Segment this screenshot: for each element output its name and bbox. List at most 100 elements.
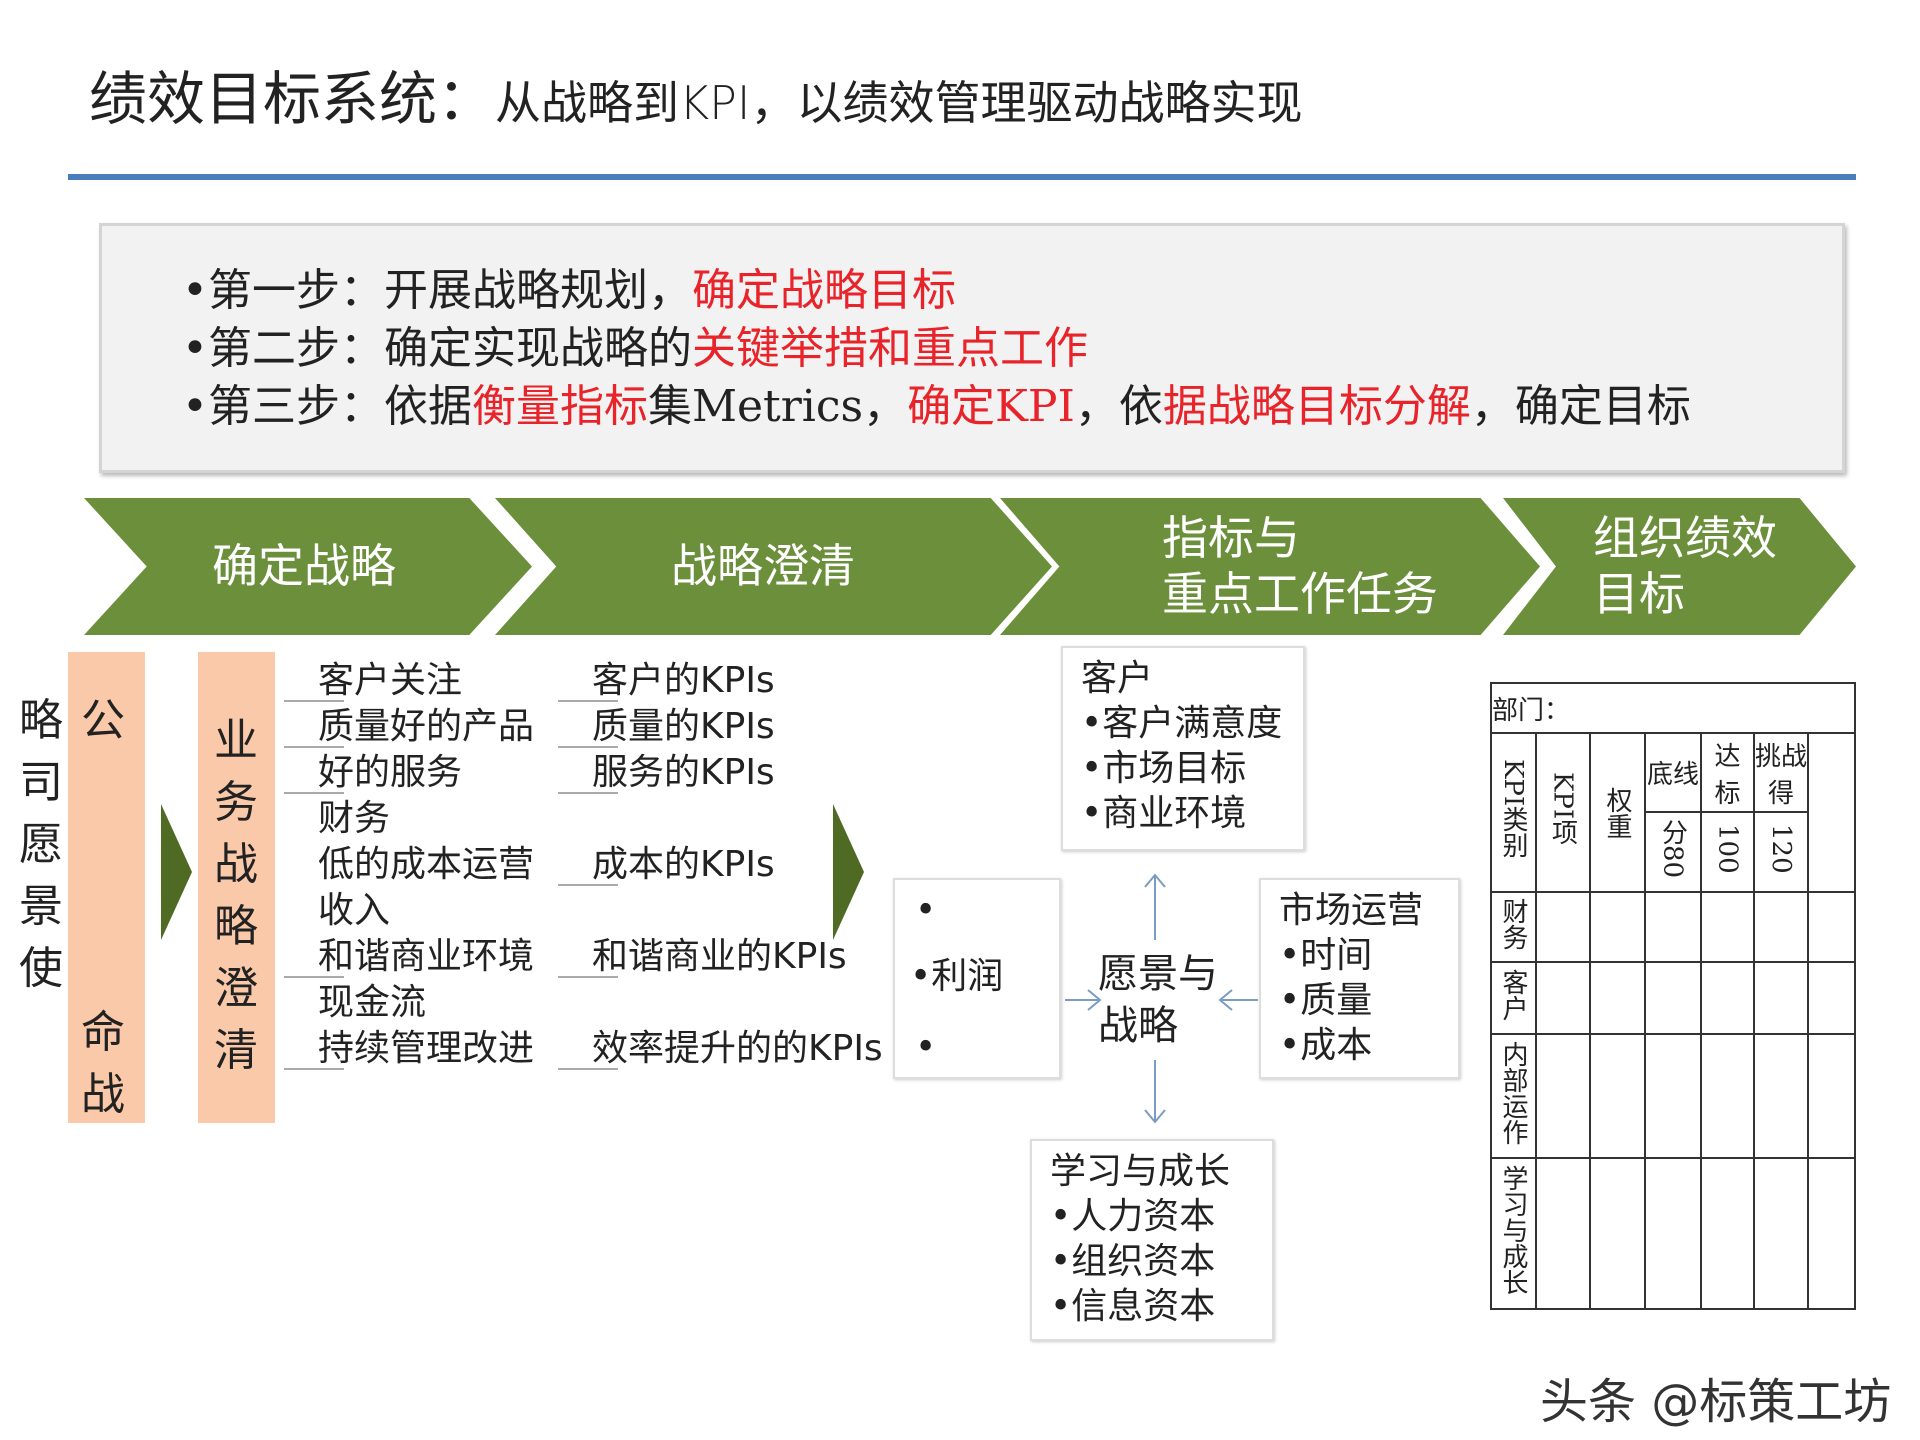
step-highlight: 确定战略目标: [691, 265, 956, 316]
underline: [558, 700, 618, 702]
underline: [284, 700, 344, 702]
watermark: 头条 @标策工坊: [1540, 1374, 1892, 1430]
chevron-org-goals: 组织绩效目标: [1503, 498, 1856, 635]
step-highlight: 据战略目标分解: [1162, 381, 1471, 432]
row-label: 财务: [1490, 891, 1537, 963]
mission-bar: [68, 652, 145, 1123]
step-highlight: 衡量指标: [471, 381, 648, 432]
score-base: 分80: [1644, 811, 1702, 893]
step-1: •第一步：开展战略规划，确定战略目标: [182, 254, 956, 318]
chevron-indicators: 指标与重点工作任务: [1000, 498, 1540, 635]
header-text: KPI类别: [1498, 759, 1528, 859]
kpi-item: 和谐商业的KPIs: [592, 936, 847, 977]
chevron-clarify: 战略澄清: [495, 498, 1052, 635]
box-heading: 市场运营: [1279, 890, 1424, 931]
customer-box: 客户•客户满意度•市场目标•商业环境: [1061, 646, 1305, 851]
mission-top: 公: [81, 695, 125, 746]
arrow-right-icon: [833, 804, 864, 940]
table-row: 客户: [1490, 961, 1856, 1035]
title-divider: [68, 174, 1856, 180]
business-strategy-bar: [198, 652, 275, 1123]
underline: [558, 976, 618, 978]
title-sub: 从战略到KPI，以绩效管理驱动战略实现: [495, 76, 1303, 130]
chevron-label: 确定战略: [212, 538, 396, 593]
table-row: 学习与成长: [1490, 1157, 1856, 1310]
score-challenge: 120: [1753, 811, 1809, 893]
arrow-right-icon: [161, 804, 192, 940]
header-weight: 权重: [1589, 732, 1646, 893]
step-text: ，确定目标: [1470, 381, 1691, 432]
learning-growth-box: 学习与成长•人力资本•组织资本•信息资本: [1030, 1139, 1274, 1341]
box-item: •客户满意度: [1081, 703, 1283, 744]
step-2: •第二步：确定实现战略的关键举措和重点工作: [182, 312, 1088, 376]
goal-item: 财务: [318, 798, 391, 839]
box-item: •时间: [1279, 935, 1373, 976]
business-strategy-label: 业务战略澄清: [214, 715, 258, 1076]
vision-strategy-center: 愿景与战略: [1098, 948, 1218, 1052]
kpi-item: 客户的KPIs: [592, 660, 775, 701]
box-item: •成本: [1279, 1025, 1373, 1066]
chevron-label: 战略澄清: [671, 538, 855, 593]
header-text: 分80: [1657, 818, 1688, 879]
underline: [284, 746, 344, 748]
step-text: ，依: [1074, 381, 1163, 432]
slide-title: 绩效目标系统：从战略到KPI，以绩效管理驱动战略实现: [89, 52, 1303, 136]
row-label-text: 学习与成长: [1498, 1165, 1528, 1295]
box-heading: 客户: [1081, 658, 1154, 699]
header-blank: [1807, 732, 1856, 893]
chevron-label: 指标与重点工作任务: [1162, 511, 1438, 621]
step-text: 集Metrics，: [647, 381, 908, 432]
box-item: •质量: [1279, 980, 1373, 1021]
step-highlight: 确定KPI: [907, 381, 1075, 432]
line: 目标: [1593, 566, 1685, 621]
profit-item: •利润: [910, 956, 1004, 997]
row-label: 内部运作: [1490, 1033, 1537, 1159]
chevron-strategy: 确定战略: [84, 498, 532, 635]
center-line: 愿景与: [1098, 951, 1218, 997]
kpi-item: 成本的KPIs: [592, 844, 775, 885]
row-label: 客户: [1490, 961, 1537, 1035]
underline: [558, 746, 618, 748]
bullet: •: [915, 1027, 937, 1068]
underline: [284, 976, 344, 978]
row-label: 学习与成长: [1490, 1157, 1537, 1310]
goal-item: 持续管理改进: [318, 1028, 535, 1069]
kpi-item: 服务的KPIs: [592, 752, 775, 793]
row-label-text: 客户: [1498, 968, 1528, 1021]
step-text: •第二步：确定实现战略的: [182, 323, 692, 374]
goal-item: 收入: [318, 890, 391, 931]
step-highlight: 关键举措和重点工作: [691, 323, 1088, 374]
underline: [284, 1068, 344, 1070]
line: 指标与: [1162, 511, 1300, 566]
header-category: KPI类别: [1490, 732, 1537, 893]
header-text: 120: [1766, 823, 1796, 874]
goal-item: 和谐商业环境: [318, 936, 535, 977]
step-3: •第三步：依据衡量指标集Metrics，确定KPI，依据战略目标分解，确定目标: [182, 370, 1691, 434]
row-label-text: 财务: [1498, 897, 1528, 950]
chevron-label: 组织绩效目标: [1593, 511, 1777, 621]
table-row: 财务: [1490, 891, 1856, 963]
header-text: 100: [1712, 823, 1743, 874]
goal-item: 质量好的产品: [318, 706, 535, 747]
market-operations-box: 市场运营•时间•质量•成本: [1259, 878, 1460, 1079]
box-item: •市场目标: [1081, 748, 1247, 789]
bullet: •: [915, 890, 937, 931]
table-row: 内部运作: [1490, 1033, 1856, 1159]
dept-cell: 部门：: [1490, 682, 1856, 734]
center-line: 战略: [1098, 1003, 1178, 1049]
goal-item: 客户关注: [318, 660, 463, 701]
underline: [558, 884, 618, 886]
header-target: 达标: [1700, 732, 1755, 813]
kpi-item: 质量的KPIs: [592, 706, 775, 747]
vision-label: 略司愿景使: [19, 695, 63, 994]
line: 重点工作任务: [1162, 566, 1438, 621]
line: 组织绩效: [1593, 511, 1777, 566]
box-item: •信息资本: [1050, 1286, 1216, 1327]
goal-item: 好的服务: [318, 752, 463, 793]
steps-box: •第一步：开展战略规划，确定战略目标 •第二步：确定实现战略的关键举措和重点工作…: [99, 223, 1845, 473]
cross-arrows-icon: [1065, 873, 1258, 1124]
title-main: 绩效目标系统：: [89, 65, 496, 133]
step-text: •第三步：依据: [182, 381, 472, 432]
box-item: •商业环境: [1081, 793, 1247, 834]
